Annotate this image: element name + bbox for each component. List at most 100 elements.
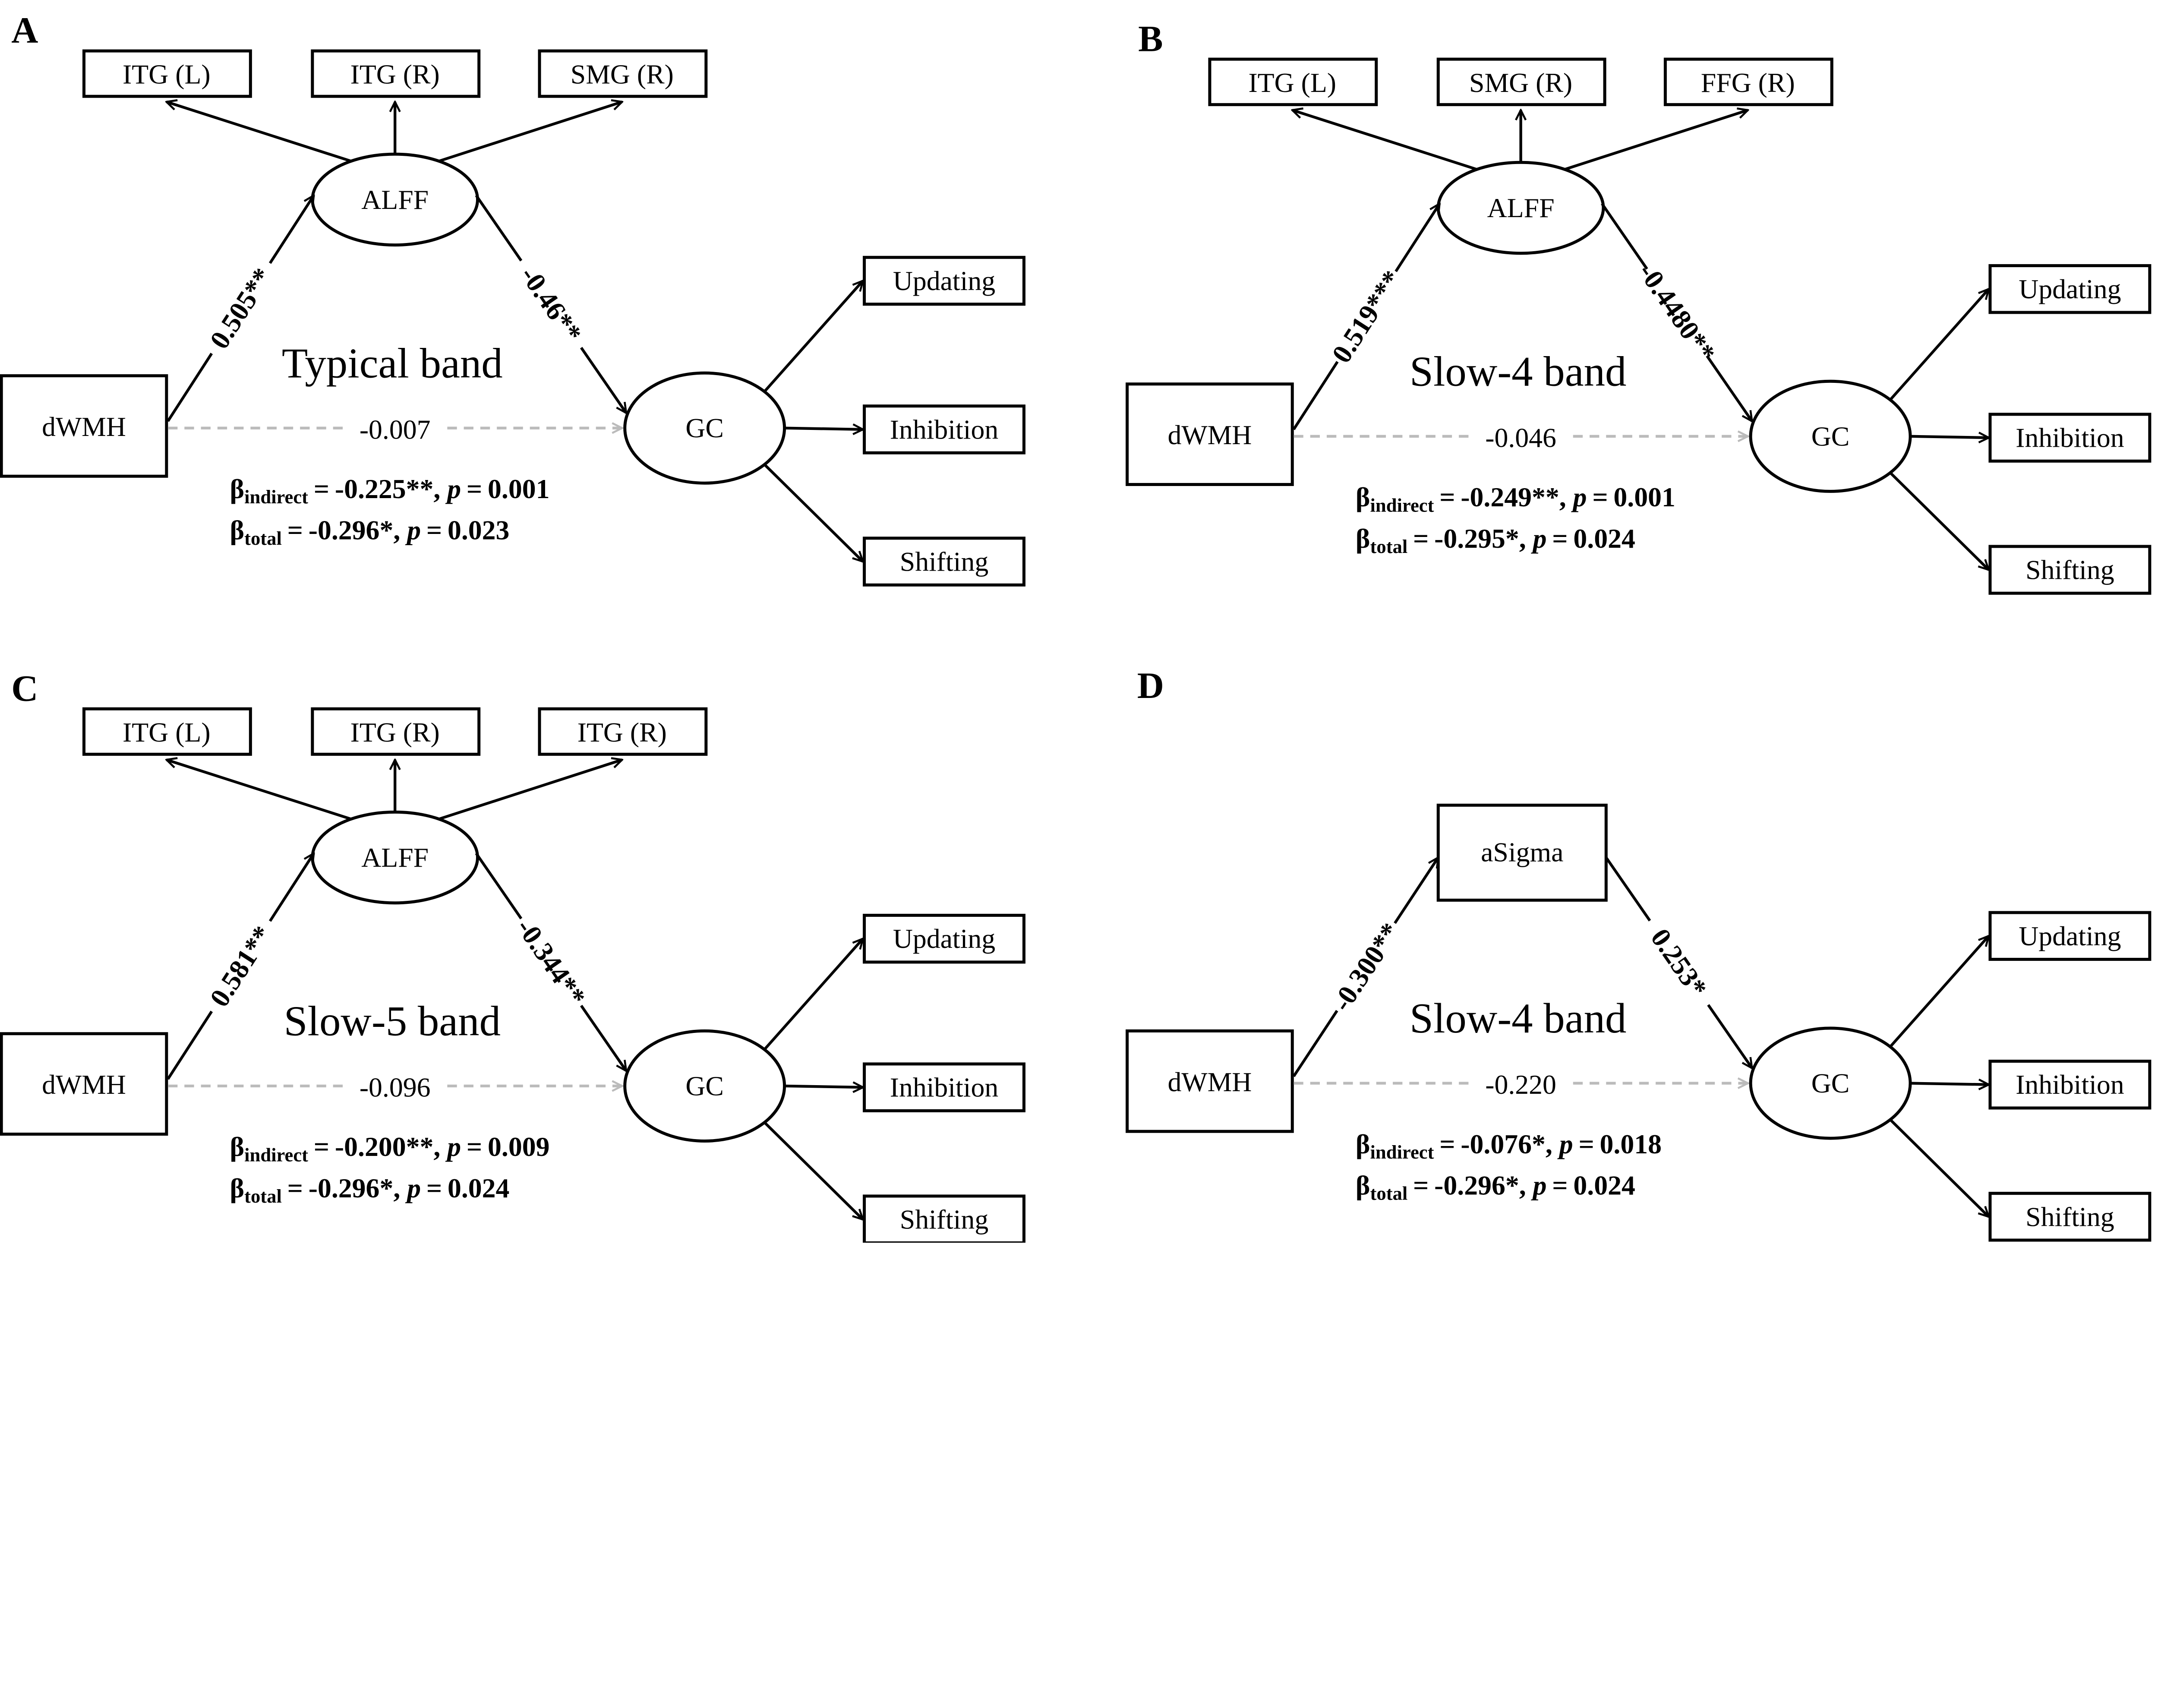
region-node: FFG (R) — [1663, 57, 1833, 106]
indicator-label: Shifting — [900, 1204, 989, 1235]
beta-symbol: β — [230, 1172, 245, 1203]
b-path-arrow — [580, 347, 626, 413]
indicator-label: Shifting — [2025, 1201, 2114, 1232]
loading-arrow — [167, 102, 356, 164]
beta-symbol: β — [1356, 1128, 1370, 1159]
total-effect-stat: βtotal=-0.296*,p=0.024 — [1356, 1170, 1635, 1204]
b-path-coefficient: -0.4480** — [1632, 258, 1721, 368]
a-path-line — [167, 353, 213, 422]
p-symbol: p — [445, 1131, 461, 1162]
indicator-arrow — [763, 281, 863, 393]
b-path-line — [475, 852, 523, 919]
region-node: ITG (L) — [82, 49, 252, 98]
mediator-node: ALFF — [311, 152, 480, 247]
indicator-box — [863, 1062, 1025, 1112]
indirect-effect-stat: βindirect=-0.076*,p=0.018 — [1356, 1128, 1662, 1163]
region-node: ITG (L) — [1208, 57, 1378, 106]
band-label: Slow-4 band — [1410, 995, 1626, 1042]
predictor-node: dWMH — [1126, 1029, 1294, 1133]
indirect-p-value: 0.001 — [1613, 482, 1675, 512]
b-path-line — [1605, 856, 1651, 922]
beta-subscript: indirect — [1370, 494, 1434, 516]
equals-sign: = — [1552, 1170, 1568, 1200]
predictor-box — [0, 374, 168, 478]
indicator-node: Inhibition — [863, 1062, 1025, 1112]
indicator-node: Shifting — [1988, 545, 2152, 595]
region-label: FFG (R) — [1701, 67, 1795, 98]
outcome-label: GC — [685, 413, 724, 443]
indicator-label: Updating — [893, 265, 995, 296]
equals-sign: = — [314, 474, 329, 504]
b-path-arrow — [580, 1004, 626, 1071]
p-symbol: p — [1531, 1170, 1547, 1200]
region-label: ITG (R) — [350, 59, 440, 90]
indicator-arrow — [763, 463, 863, 562]
indicator-label: Shifting — [900, 546, 989, 577]
indirect-coefficient: -0.225**, — [335, 474, 440, 504]
indicator-box — [1988, 413, 2152, 463]
mediator-node: aSigma — [1436, 803, 1608, 902]
equals-sign: = — [1413, 523, 1429, 553]
b-path-arrow — [1707, 1004, 1752, 1068]
indicator-arrow — [763, 1121, 863, 1219]
loading-arrow — [1292, 110, 1482, 172]
outcome-node: GC — [623, 371, 786, 485]
beta-subscript: total — [244, 527, 282, 549]
b-path-arrow — [1706, 355, 1752, 421]
total-p-value: 0.024 — [448, 1172, 509, 1203]
equals-sign: = — [426, 1172, 442, 1203]
beta-subscript: total — [1370, 536, 1408, 557]
indicator-arrow — [1888, 936, 1989, 1048]
mediator-label: ALFF — [361, 184, 429, 215]
indicator-node: Shifting — [863, 1194, 1025, 1243]
p-symbol: p — [1531, 523, 1547, 553]
indicator-node: Inhibition — [1988, 413, 2152, 463]
equals-sign: = — [467, 474, 482, 504]
beta-symbol: β — [230, 474, 245, 504]
mediator-box — [1436, 803, 1608, 902]
indicator-node: Updating — [1988, 264, 2152, 314]
predictor-box — [0, 1032, 168, 1136]
band-label: Slow-5 band — [284, 998, 501, 1045]
equals-sign: = — [467, 1131, 482, 1162]
region-box — [1663, 57, 1833, 106]
indirect-p-value: 0.018 — [1600, 1128, 1662, 1159]
region-node: ITG (L) — [82, 707, 252, 756]
indicator-arrow — [784, 428, 863, 429]
beta-subscript: total — [244, 1185, 282, 1207]
outcome-label: GC — [685, 1070, 724, 1101]
region-label: ITG (L) — [1248, 67, 1336, 98]
indirect-effect-stat: βindirect=-0.249**,p=0.001 — [1356, 482, 1675, 516]
predictor-node: dWMH — [0, 374, 168, 478]
indicator-arrow — [1910, 436, 1989, 438]
indicator-label: Shifting — [2025, 555, 2114, 585]
region-node: ITG (R) — [311, 49, 481, 98]
total-p-value: 0.024 — [1573, 1170, 1635, 1200]
b-path-coefficient: 0.253* — [1645, 923, 1713, 1003]
mediator-label: ALFF — [1487, 193, 1555, 223]
beta-subscript: indirect — [1370, 1141, 1434, 1163]
loading-arrow — [1560, 110, 1748, 172]
p-symbol: p — [405, 1172, 421, 1203]
panel-letter: C — [11, 667, 38, 709]
total-p-value: 0.024 — [1573, 523, 1635, 553]
p-symbol: p — [445, 474, 461, 504]
band-label: Slow-4 band — [1410, 348, 1626, 395]
beta-symbol: β — [1356, 523, 1370, 553]
indicator-box — [863, 537, 1025, 587]
equals-sign: = — [1439, 1128, 1455, 1159]
indicator-arrow — [1888, 289, 1989, 402]
indirect-p-value: 0.001 — [488, 474, 549, 504]
direct-effect-coefficient: -0.220 — [1485, 1069, 1556, 1100]
total-coefficient: -0.295*, — [1434, 523, 1526, 553]
total-p-value: 0.023 — [448, 515, 509, 545]
a-path-coefficient: 0.505** — [204, 262, 278, 354]
region-node: ITG (R) — [311, 707, 481, 756]
indicator-label: Updating — [893, 923, 995, 954]
indirect-coefficient: -0.249**, — [1461, 482, 1566, 512]
b-path-line — [475, 194, 523, 262]
indicator-node: Updating — [863, 914, 1025, 964]
